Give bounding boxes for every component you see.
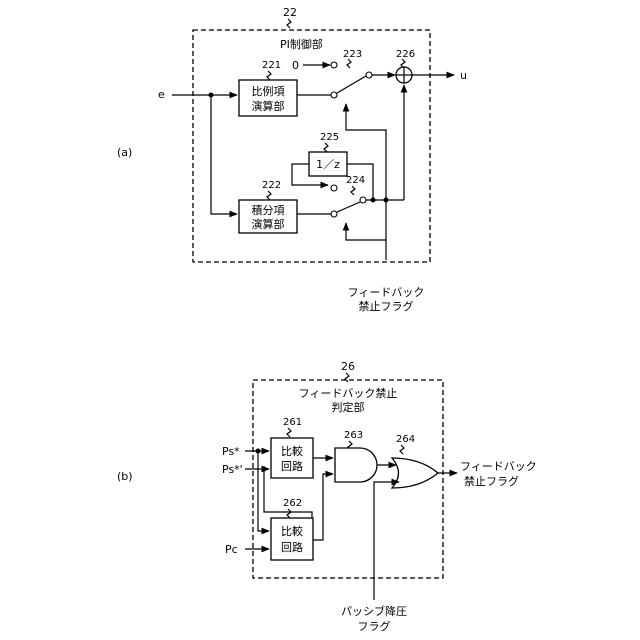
ref-222-squiggle <box>267 191 271 200</box>
ref-222: 222 <box>262 180 281 191</box>
ref-264: 264 <box>396 434 415 445</box>
ref-223: 223 <box>343 49 362 60</box>
panel-a: (a) 22 PI制御部 e 221 比例項 演算部 222 積分項 演算部 2… <box>117 6 467 313</box>
input-to-integral-line <box>211 95 237 214</box>
ref-223-squiggle <box>347 59 351 68</box>
switch-223-blade <box>337 76 366 93</box>
box-222-line1: 積分項 <box>252 203 285 217</box>
ref-22-squiggle <box>287 19 291 28</box>
delay-box-text: 1／z <box>316 158 340 171</box>
switch-223-lower-terminal <box>331 92 337 98</box>
ref-262-squiggle <box>287 509 291 518</box>
box-262-line1: 比較 <box>281 524 303 538</box>
ref-263: 263 <box>344 430 363 441</box>
output-flag-line1: フィードバック <box>460 460 537 473</box>
panel-b: (b) 26 フィードバック禁止 判定部 Ps* Ps*' Pc 261 比較 … <box>117 360 537 633</box>
box-222-line2: 演算部 <box>252 217 285 231</box>
switch-224-common-terminal <box>360 197 366 203</box>
passive-step-down-flag-line2: フラグ <box>358 619 391 633</box>
ref-261-squiggle <box>287 428 291 437</box>
ref-26: 26 <box>341 360 355 373</box>
flag-to-switch-224-line <box>346 223 386 240</box>
panel-a-label: (a) <box>117 146 132 159</box>
judge-block-title-line2: 判定部 <box>332 400 365 414</box>
ref-221-squiggle <box>267 71 271 80</box>
box-221-line2: 演算部 <box>252 99 285 113</box>
switch-224-lower-terminal <box>331 211 337 217</box>
box-221-line1: 比例項 <box>252 84 285 98</box>
switch-224-blade <box>337 202 360 212</box>
ref-225-squiggle <box>324 143 328 152</box>
262-to-and-line <box>313 474 333 540</box>
box-262-line2: 回路 <box>281 541 303 554</box>
ref-262: 262 <box>283 498 302 509</box>
judge-block-title-line1: フィードバック禁止 <box>299 387 398 400</box>
passive-step-down-flag-line1: パッシブ降圧 <box>341 604 407 618</box>
input-ps-prime-label: Ps*' <box>222 463 243 476</box>
ref-22: 22 <box>283 6 297 19</box>
ref-221: 221 <box>262 60 281 71</box>
integral-junction-1 <box>371 198 376 203</box>
feedback-prohibit-flag-line1: フィードバック <box>348 286 425 299</box>
feedback-prohibit-flag-line2: 禁止フラグ <box>359 299 414 313</box>
ref-224-squiggle <box>351 186 355 195</box>
input-pc-label: Pc <box>225 543 238 556</box>
switch-224-upper-terminal <box>331 185 337 191</box>
switch-223-upper-terminal <box>331 62 337 68</box>
ref-225: 225 <box>320 132 339 143</box>
output-u-label: u <box>460 69 467 82</box>
ref-264-squiggle <box>400 445 404 454</box>
and-gate-263 <box>335 448 377 482</box>
switch-223-common-terminal <box>366 72 372 78</box>
zero-label: 0 <box>292 59 299 72</box>
pi-block-title: PI制御部 <box>280 37 323 51</box>
ref-261: 261 <box>283 417 302 428</box>
ref-226: 226 <box>396 49 415 60</box>
input-e-label: e <box>158 88 165 101</box>
panel-b-label: (b) <box>117 470 133 483</box>
output-flag-line2: 禁止フラグ <box>464 474 519 488</box>
integral-junction-2 <box>384 198 389 203</box>
passive-flag-to-or-line <box>374 482 399 578</box>
ref-224: 224 <box>346 175 365 186</box>
input-ps-label: Ps* <box>222 445 240 458</box>
box-261-line1: 比較 <box>281 444 303 458</box>
box-261-line2: 回路 <box>281 460 303 473</box>
or-gate-264 <box>392 458 438 488</box>
